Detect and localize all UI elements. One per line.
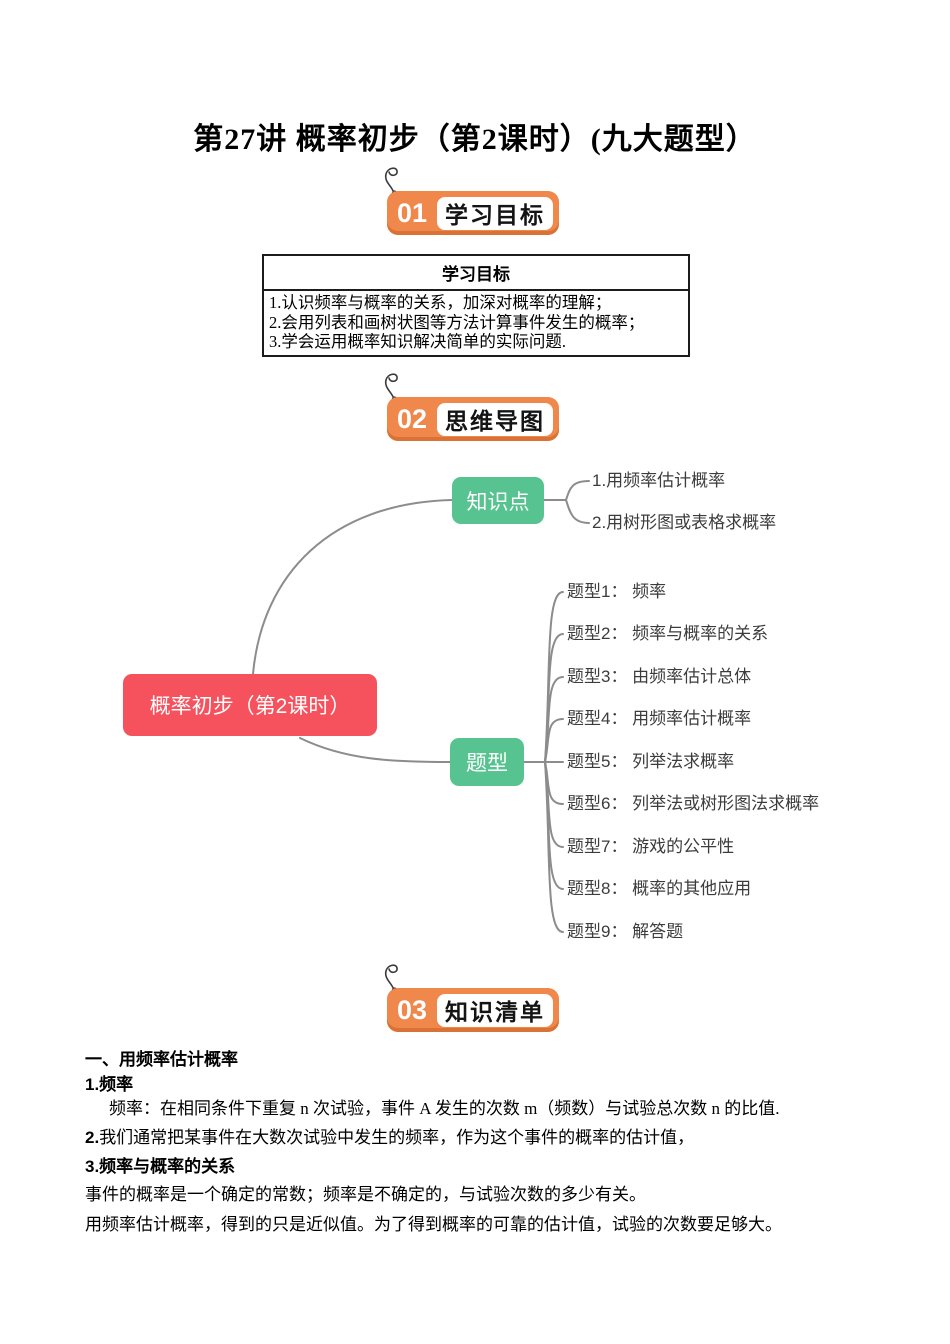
mindmap-types-node: 题型 bbox=[450, 738, 524, 786]
knowledge-sub1-text: 频率：在相同条件下重复 n 次试验，事件 A 发生的次数 m（频数）与试验总次数… bbox=[109, 1099, 780, 1118]
page-title: 第27讲 概率初步（第2课时）(九大题型） bbox=[193, 123, 757, 156]
badge-body: 01 学习目标 bbox=[387, 191, 559, 235]
objective-item: 2.会用列表和画树状图等方法计算事件发生的概率； bbox=[269, 312, 645, 332]
badge-body: 02 思维导图 bbox=[387, 397, 559, 441]
mindmap-type-item: 题型5： 列举法求概率 bbox=[567, 752, 735, 771]
section-label: 思维导图 bbox=[445, 408, 545, 434]
objectives-box: 学习目标 1.认识频率与概率的关系，加深对概率的理解； 2.会用列表和画树状图等… bbox=[262, 254, 690, 357]
badge-label-panel: 知识清单 bbox=[437, 993, 553, 1027]
objective-item: 1.认识频率与概率的关系，加深对概率的理解； bbox=[269, 293, 612, 312]
mindmap-type-item: 题型7： 游戏的公平性 bbox=[567, 837, 735, 856]
section-number: 02 bbox=[396, 403, 428, 434]
mindmap-type-item: 题型6： 列举法或树形图法求概率 bbox=[567, 794, 820, 813]
section-number: 01 bbox=[396, 197, 428, 228]
mindmap-type-item: 题型3： 由频率估计总体 bbox=[567, 667, 752, 686]
knowledge-item2-text: 我们通常把某事件在大数次试验中发生的频率，作为这个事件的概率的估计值， bbox=[99, 1128, 695, 1147]
knowledge-section-heading: 一、用频率估计概率 bbox=[85, 1050, 238, 1069]
knowledge-sub3-text2: 用频率估计概率，得到的只是近似值。为了得到概率的可靠的估计值，试验的次数要足够大… bbox=[85, 1215, 782, 1234]
mindmap-type-item: 题型4： 用频率估计概率 bbox=[567, 709, 752, 728]
knowledge-sub1-heading: 1.频率 bbox=[85, 1075, 134, 1094]
knowledge-sub3-heading: 3.频率与概率的关系 bbox=[85, 1157, 236, 1176]
badge-label-panel: 学习目标 bbox=[437, 196, 553, 230]
mindmap-knowledge-item: 2.用树形图或表格求概率 bbox=[592, 513, 777, 532]
mindmap: 概率初步（第2课时） 知识点 题型 1.用频率估计概率 2.用树形图或表格求概率… bbox=[0, 455, 950, 965]
mindmap-type-item: 题型8： 概率的其他应用 bbox=[567, 879, 752, 898]
objectives-box-header: 学习目标 bbox=[264, 256, 688, 291]
section-number: 03 bbox=[396, 994, 428, 1025]
mindmap-root-node: 概率初步（第2课时） bbox=[123, 674, 377, 736]
knowledge-item2-number: 2. bbox=[85, 1128, 100, 1147]
mindmap-knowledge-item: 1.用频率估计概率 bbox=[592, 471, 726, 490]
mindmap-connectors bbox=[252, 480, 590, 933]
badge-label-panel: 思维导图 bbox=[437, 402, 553, 436]
knowledge-sub3-text1: 事件的概率是一个确定的常数；频率是不确定的，与试验次数的多少有关。 bbox=[85, 1185, 646, 1204]
section-badge-02: 02 思维导图 bbox=[384, 373, 559, 441]
badge-body: 03 知识清单 bbox=[387, 988, 559, 1032]
section-badge-01: 01 学习目标 bbox=[384, 167, 559, 235]
objectives-box-items: 1.认识频率与概率的关系，加深对概率的理解； 2.会用列表和画树状图等方法计算事… bbox=[264, 291, 688, 355]
mindmap-knowledge-node: 知识点 bbox=[452, 477, 544, 524]
mindmap-type-item: 题型2： 频率与概率的关系 bbox=[567, 624, 769, 643]
section-label: 知识清单 bbox=[445, 999, 545, 1025]
knowledge-list-section: 一、用频率估计概率 1.频率 频率：在相同条件下重复 n 次试验，事件 A 发生… bbox=[85, 1049, 885, 1236]
knowledge-item2: 2.我们通常把某事件在大数次试验中发生的频率，作为这个事件的概率的估计值， bbox=[85, 1127, 885, 1149]
section-badge-03: 03 知识清单 bbox=[384, 964, 559, 1032]
mindmap-type-item: 题型1： 频率 bbox=[567, 582, 667, 601]
mindmap-type-item: 题型9： 解答题 bbox=[567, 922, 684, 941]
section-label: 学习目标 bbox=[445, 202, 545, 228]
objective-item: 3.学会运用概率知识解决简单的实际问题. bbox=[269, 332, 566, 351]
